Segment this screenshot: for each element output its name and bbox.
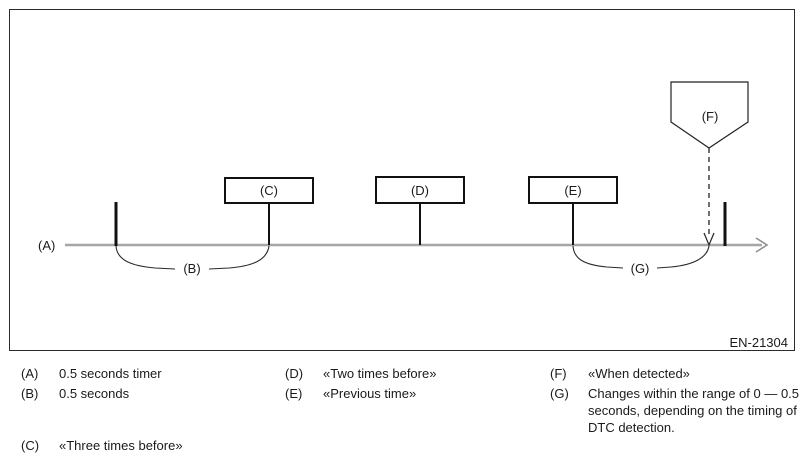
detection-flag <box>670 81 749 149</box>
interval-brace-b-left <box>115 245 176 270</box>
timeline-diagram: (A) (C) (D) (E) (F) (B) (G) EN-21304 <box>38 81 788 350</box>
event-box-d-label: (D) <box>411 183 429 198</box>
detection-flag-label: (F) <box>702 109 719 124</box>
event-box-c <box>224 177 314 204</box>
legend-text-e: «Previous time» <box>323 386 417 401</box>
interval-brace-g-left <box>572 245 624 269</box>
event-box-c-label: (C) <box>260 183 278 198</box>
legend-item-e: (E) «Previous time» <box>285 385 416 402</box>
legend-key-d: (D) <box>285 366 304 381</box>
legend-text-c: «Three times before» <box>59 438 183 453</box>
legend-text-d: «Two times before» <box>323 366 437 381</box>
interval-label-g: (G) <box>631 261 650 276</box>
legend-text-b: 0.5 seconds <box>59 386 130 401</box>
legend-text-f: «When detected» <box>588 366 690 381</box>
event-box-e <box>528 176 618 204</box>
timeline-arrowhead-icon <box>755 237 769 253</box>
detection-arrowhead-icon <box>703 232 715 247</box>
legend-item-f: (F) «When detected» <box>550 365 690 382</box>
axis-label-a: (A) <box>38 238 55 253</box>
legend-item-c: (C) «Three times before» <box>21 437 183 454</box>
legend-key-g: (G) <box>550 386 569 401</box>
legend-key-b: (B) <box>21 386 39 401</box>
legend-item-a: (A) 0.5 seconds timer <box>21 365 162 382</box>
legend-text-a: 0.5 seconds timer <box>59 366 162 381</box>
timing-diagram-frame: (A) (C) (D) (E) (F) (B) (G) EN-21304 <box>9 9 795 351</box>
legend-item-b: (B) 0.5 seconds <box>21 385 129 402</box>
legend-text-g: Changes within the range of 0 — 0.5 seco… <box>588 386 800 435</box>
legend-item-g: (G) Changes within the range of 0 — 0.5 … <box>550 385 800 436</box>
interval-brace-g-right <box>656 245 710 269</box>
legend-key-a: (A) <box>21 366 39 381</box>
legend-key-f: (F) <box>550 366 567 381</box>
interval-label-b: (B) <box>183 261 200 276</box>
legend-key-c: (C) <box>21 438 40 453</box>
event-box-e-label: (E) <box>564 183 581 198</box>
legend-key-e: (E) <box>285 386 303 401</box>
legend-item-d: (D) «Two times before» <box>285 365 436 382</box>
figure-code: EN-21304 <box>729 335 788 350</box>
interval-brace-b-right <box>208 245 270 270</box>
